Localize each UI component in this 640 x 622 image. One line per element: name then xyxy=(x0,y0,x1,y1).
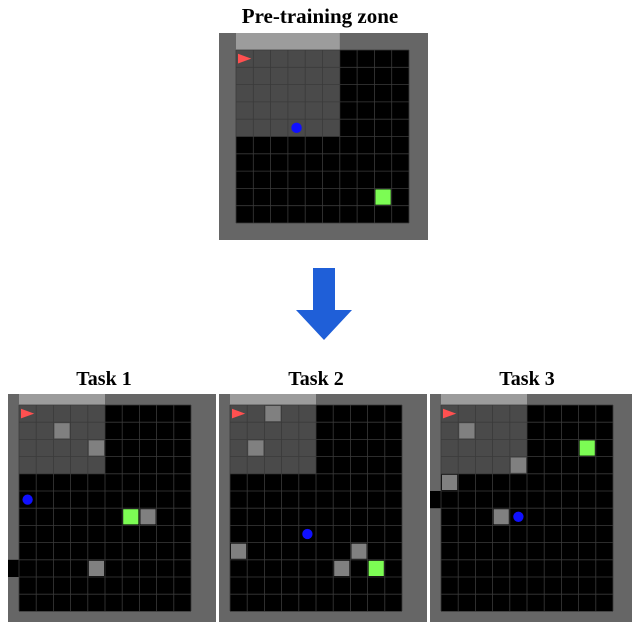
task-3-grid xyxy=(430,394,632,622)
obstacle-block xyxy=(54,423,70,439)
obstacle-block xyxy=(493,509,509,525)
ball xyxy=(22,494,33,505)
obstacle-block xyxy=(88,560,104,576)
obstacle-block xyxy=(334,560,350,576)
down-arrow-shape xyxy=(296,268,352,340)
goal-square xyxy=(579,440,595,456)
ball xyxy=(513,511,524,522)
wall-opening xyxy=(8,559,19,577)
goal-square xyxy=(368,560,384,576)
obstacle-block xyxy=(459,423,475,439)
view-wall-highlight xyxy=(441,394,527,405)
pretraining-zone-title: Pre-training zone xyxy=(241,4,399,28)
pretraining-zone-grid xyxy=(219,33,428,240)
goal-square xyxy=(123,509,139,525)
agent-triangle xyxy=(443,408,457,419)
down-arrow-icon xyxy=(296,268,352,340)
ball xyxy=(302,528,313,540)
obstacle-block xyxy=(510,457,526,473)
obstacle-block xyxy=(248,440,264,456)
task-1-grid xyxy=(8,394,216,622)
obstacle-block xyxy=(140,509,156,525)
view-wall-highlight xyxy=(230,394,316,405)
view-wall-highlight xyxy=(236,33,340,50)
task-3-title: Task 3 xyxy=(499,368,555,390)
wall-opening xyxy=(430,491,441,509)
obstacle-block xyxy=(231,543,247,559)
task-2-title: Task 2 xyxy=(288,368,344,390)
task-1-title: Task 1 xyxy=(76,368,132,390)
obstacle-block xyxy=(88,440,104,456)
obstacle-block xyxy=(265,406,281,422)
agent-triangle xyxy=(21,408,35,419)
obstacle-block xyxy=(351,543,367,559)
ball xyxy=(291,122,302,134)
obstacle-block xyxy=(442,474,458,490)
agent-triangle xyxy=(238,53,252,64)
goal-square xyxy=(375,189,391,205)
agent-triangle xyxy=(232,408,246,419)
task-2-grid xyxy=(219,394,427,622)
view-wall-highlight xyxy=(19,394,105,405)
